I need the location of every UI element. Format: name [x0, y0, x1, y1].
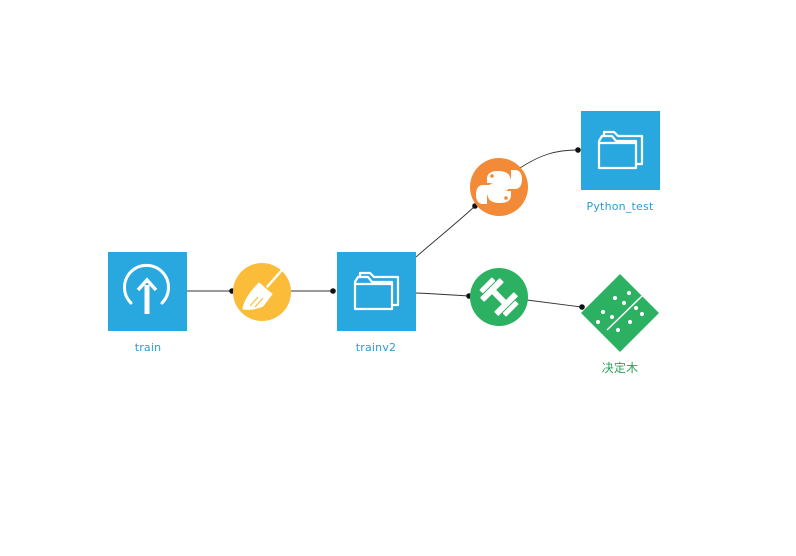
folder-icon: [353, 271, 400, 311]
edge-trainer-to-decision-tree: [526, 299, 583, 308]
node-python[interactable]: [470, 158, 528, 216]
decision-tree-icon: [595, 290, 645, 333]
node-decision-tree-diamond: [581, 274, 659, 352]
endpoint-dot: [330, 288, 336, 294]
node-decision-tree[interactable]: [581, 274, 659, 352]
broom-icon: [242, 268, 284, 310]
edge-trainv2-to-trainer: [415, 292, 470, 297]
python-icon: [476, 170, 522, 204]
node-label-python-test: Python_test: [586, 200, 654, 213]
node-clean[interactable]: [233, 263, 291, 321]
node-label-trainv2: trainv2: [355, 341, 397, 354]
node-label-train: train: [134, 341, 162, 354]
endpoint-dot: [575, 147, 581, 153]
folder-icon: [597, 130, 644, 170]
dumbbell-icon: [479, 277, 519, 317]
edge-python-to-python-test: [519, 149, 579, 169]
node-label-decision-tree: 决定木: [601, 361, 639, 375]
node-trainv2-box: [337, 252, 416, 331]
edge-trainv2-to-python: [415, 205, 476, 258]
upload-icon: [123, 263, 170, 314]
node-trainv2[interactable]: [337, 252, 416, 331]
endpoint-dot: [579, 304, 585, 310]
node-python-test[interactable]: [581, 111, 660, 190]
node-train[interactable]: [108, 252, 187, 331]
edges: [187, 149, 583, 308]
node-trainer[interactable]: [470, 268, 528, 326]
node-python-test-box: [581, 111, 660, 190]
